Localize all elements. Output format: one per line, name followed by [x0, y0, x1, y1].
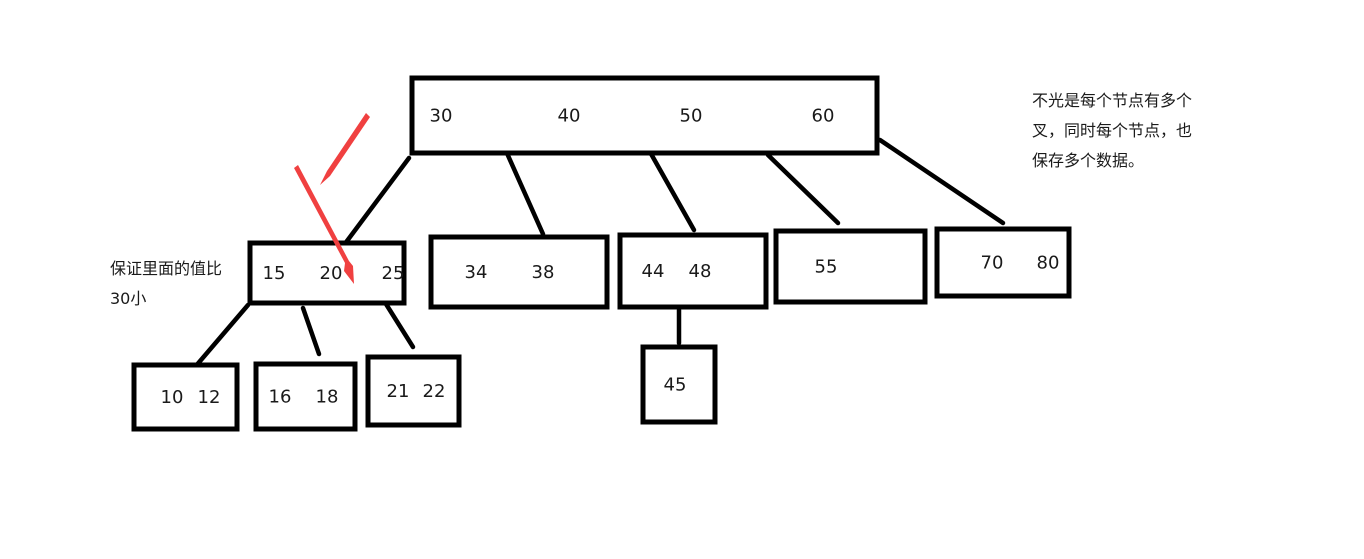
node-box-c5	[934, 226, 1072, 299]
node-box-root	[409, 75, 880, 156]
edge-root-c2	[503, 148, 546, 237]
node-key-c5-0: 70	[981, 253, 1004, 274]
node-c3: 44 48	[617, 232, 769, 310]
edge-root-c1	[341, 155, 412, 248]
node-key-c3-0: 44	[642, 261, 665, 282]
node-key-g4-0: 45	[664, 375, 687, 396]
node-g1: 10 12	[131, 362, 240, 432]
node-c2: 34 38	[428, 234, 610, 310]
note-right-line-3: 保存多个数据。	[1032, 151, 1145, 170]
node-key-root-2: 50	[680, 106, 703, 127]
node-c5: 70 80	[934, 226, 1072, 299]
node-key-c2-1: 38	[532, 262, 555, 283]
node-key-g1-0: 10	[161, 387, 184, 408]
node-key-root-3: 60	[812, 106, 835, 127]
node-box-c2	[428, 234, 610, 310]
node-key-c5-1: 80	[1037, 253, 1060, 274]
node-key-c3-1: 48	[689, 261, 712, 282]
note-left-line-1: 保证里面的值比	[110, 259, 223, 278]
node-g3: 21 22	[365, 354, 462, 428]
edge-root-c3	[647, 149, 697, 233]
node-key-g3-1: 22	[423, 381, 446, 402]
node-box-c1	[247, 240, 407, 306]
annotation-arrows	[294, 113, 370, 284]
node-key-g3-0: 21	[387, 381, 410, 402]
node-key-root-1: 40	[558, 106, 581, 127]
node-c4: 55	[773, 228, 928, 305]
note-left-line-2: 30小	[110, 289, 147, 308]
note-right-line-1: 不光是每个节点有多个	[1032, 91, 1193, 110]
note-right-line-2: 叉，同时每个节点，也	[1032, 121, 1193, 140]
node-box-c3	[617, 232, 769, 310]
node-box-g4	[640, 344, 718, 425]
node-g4: 45	[640, 344, 718, 425]
edge-root-c4	[765, 152, 841, 226]
edge-root-c5	[877, 137, 1006, 226]
node-box-g3	[365, 354, 462, 428]
arrow-long	[294, 165, 354, 284]
edge-c1-g1	[192, 302, 251, 370]
node-key-g2-1: 18	[316, 387, 339, 408]
node-key-c1-2: 25	[382, 263, 405, 284]
node-key-g1-1: 12	[198, 387, 221, 408]
node-key-c1-0: 15	[263, 263, 286, 284]
note-right: 不光是每个节点有多个 叉，同时每个节点，也 保存多个数据。	[1032, 86, 1232, 176]
node-box-c4	[773, 228, 928, 305]
note-left: 保证里面的值比 30小	[110, 254, 260, 314]
edge-c1-g3	[383, 301, 416, 350]
node-c1: 15 20 25	[247, 240, 407, 306]
node-box-g2	[253, 361, 358, 432]
node-key-g2-0: 16	[269, 387, 292, 408]
node-key-c1-1: 20	[320, 263, 343, 284]
node-box-g1	[131, 362, 240, 432]
edge-c1-g2	[300, 305, 322, 357]
node-key-c4-0: 55	[815, 257, 838, 278]
arrow-short	[320, 113, 370, 185]
node-root: 30 40 50 60	[409, 75, 880, 156]
node-key-c2-0: 34	[465, 262, 488, 283]
node-key-root-0: 30	[430, 106, 453, 127]
edges-layer	[192, 137, 1006, 370]
